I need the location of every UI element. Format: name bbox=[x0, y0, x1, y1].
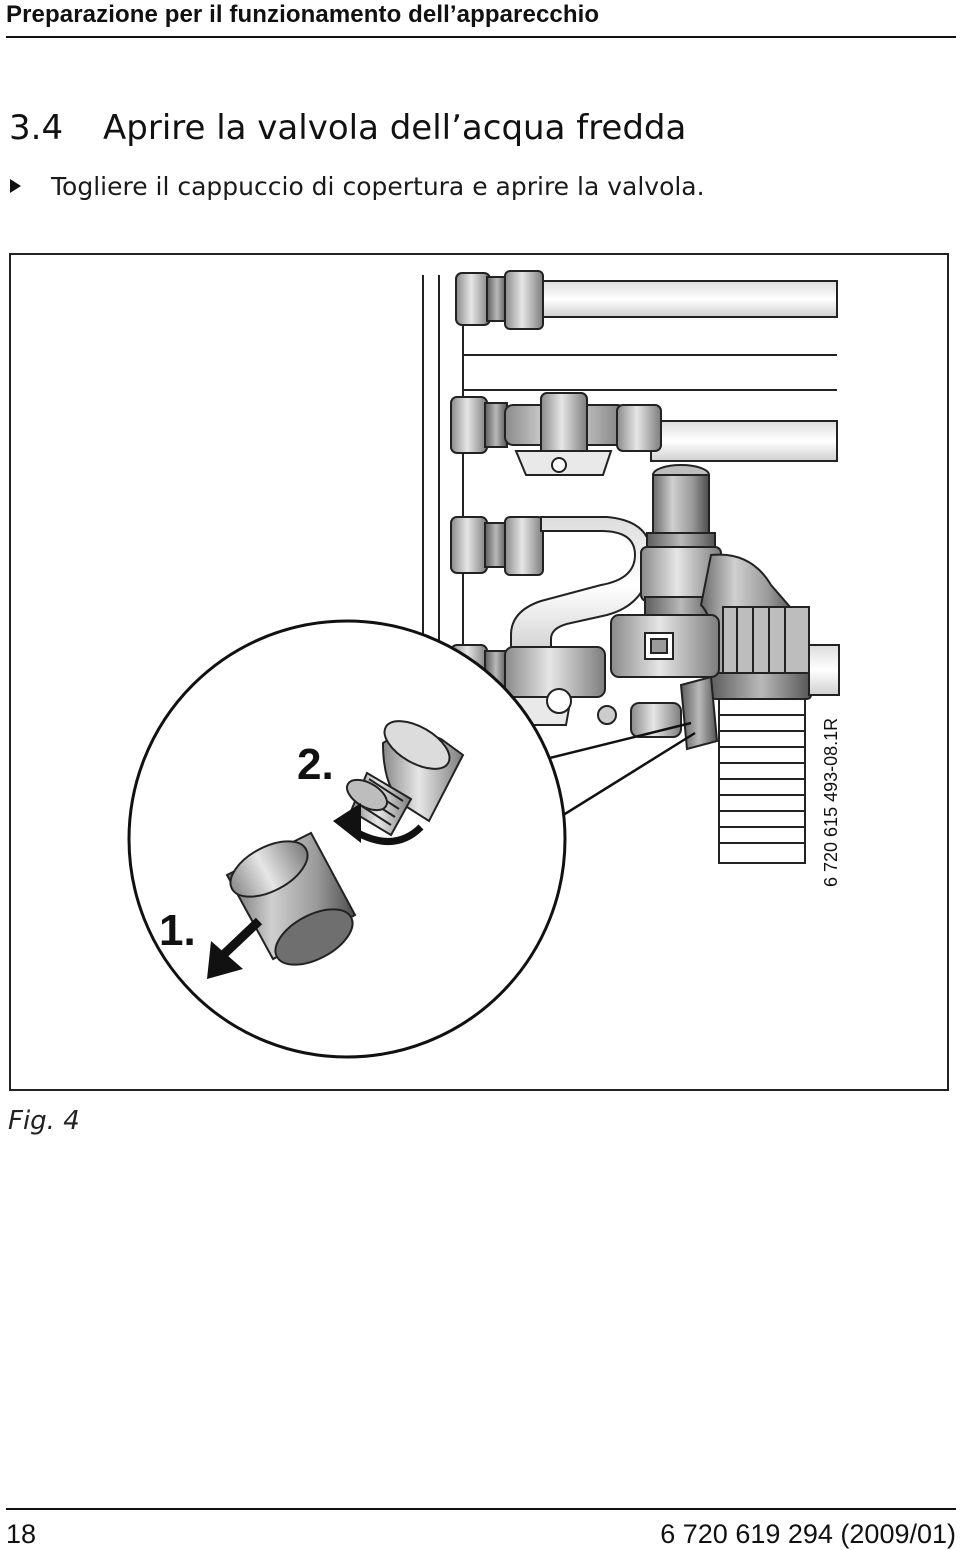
figure-frame: 2. 1. 6 720 615 493-08.1R bbox=[9, 253, 949, 1091]
section-heading: 3.4 Aprire la valvola dell’acqua fredda bbox=[9, 106, 686, 150]
running-header: Preparazione per il funzionamento dell’a… bbox=[6, 0, 956, 38]
upper-pipe-fittings bbox=[455, 270, 838, 330]
valve-assembly bbox=[610, 464, 840, 700]
instruction-text: Togliere il cappuccio di copertura e apr… bbox=[51, 172, 705, 201]
header-rule bbox=[6, 36, 956, 38]
document-code: 6 720 619 294 (2009/01) bbox=[660, 1519, 956, 1549]
cover-cap-detail bbox=[225, 831, 357, 966]
step-label-1: 1. bbox=[159, 906, 196, 955]
triangle-bullet-icon bbox=[10, 179, 21, 193]
page-footer: 18 6 720 619 294 (2009/01) bbox=[6, 1508, 956, 1550]
footer-rule bbox=[6, 1508, 956, 1510]
page-number: 18 bbox=[6, 1519, 37, 1549]
valve-stem-detail bbox=[346, 720, 465, 837]
running-header-title: Preparazione per il funzionamento dell’a… bbox=[6, 1, 600, 28]
rotation-arrowhead bbox=[333, 803, 361, 843]
corrugated-hose bbox=[718, 698, 806, 864]
section-number: 3.4 bbox=[9, 108, 64, 148]
drawing-code: 6 720 615 493-08.1R bbox=[821, 718, 841, 887]
valve-illustration: 2. 1. 6 720 615 493-08.1R bbox=[127, 270, 841, 1059]
step-label-2: 2. bbox=[297, 740, 334, 789]
instruction-step: Togliere il cappuccio di copertura e apr… bbox=[10, 170, 705, 204]
figure-caption: Fig. 4 bbox=[8, 1106, 80, 1136]
s-bend-pipe bbox=[450, 516, 653, 656]
second-pipe-row bbox=[450, 392, 838, 476]
detail-circle bbox=[127, 619, 567, 1059]
pull-arrow-icon bbox=[207, 917, 263, 979]
section-title: Aprire la valvola dell’acqua fredda bbox=[103, 108, 687, 148]
